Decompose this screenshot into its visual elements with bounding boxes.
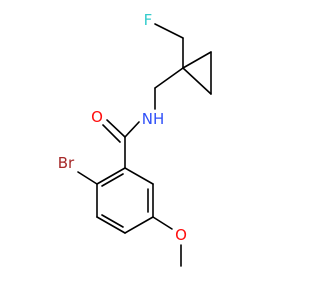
- atom-labels: F NH O Br O: [58, 11, 187, 244]
- bond-ring-inner-b: [101, 214, 124, 228]
- bonds: [77, 23, 212, 267]
- bond-ring-4-5: [96, 216, 126, 234]
- bromine-label: Br: [58, 154, 75, 172]
- bond-co-o-2: [102, 124, 121, 143]
- bond-ring-br: [77, 171, 98, 185]
- bond-n-co: [124, 121, 140, 138]
- bond-co-o-1: [106, 119, 126, 138]
- bond-ring-1-2: [124, 167, 154, 185]
- nitrogen-label: NH: [142, 110, 165, 128]
- molecule-structure: F NH O Br O: [58, 11, 212, 267]
- fluorine-label: F: [144, 11, 153, 29]
- bond-ring-b-cq: [182, 51, 212, 69]
- bond-ring-ome: [152, 216, 173, 230]
- bond-ring-6-1: [96, 167, 126, 185]
- bond-cq-ch2n: [154, 67, 184, 89]
- bond-cq-ring-a: [182, 67, 212, 95]
- carbonyl-oxygen-label: O: [91, 108, 103, 126]
- bond-ring-inner-c: [101, 173, 124, 187]
- methoxy-oxygen-label: O: [175, 226, 187, 244]
- bond-ring-3-4: [124, 216, 154, 234]
- bond-f-ch2: [154, 23, 184, 39]
